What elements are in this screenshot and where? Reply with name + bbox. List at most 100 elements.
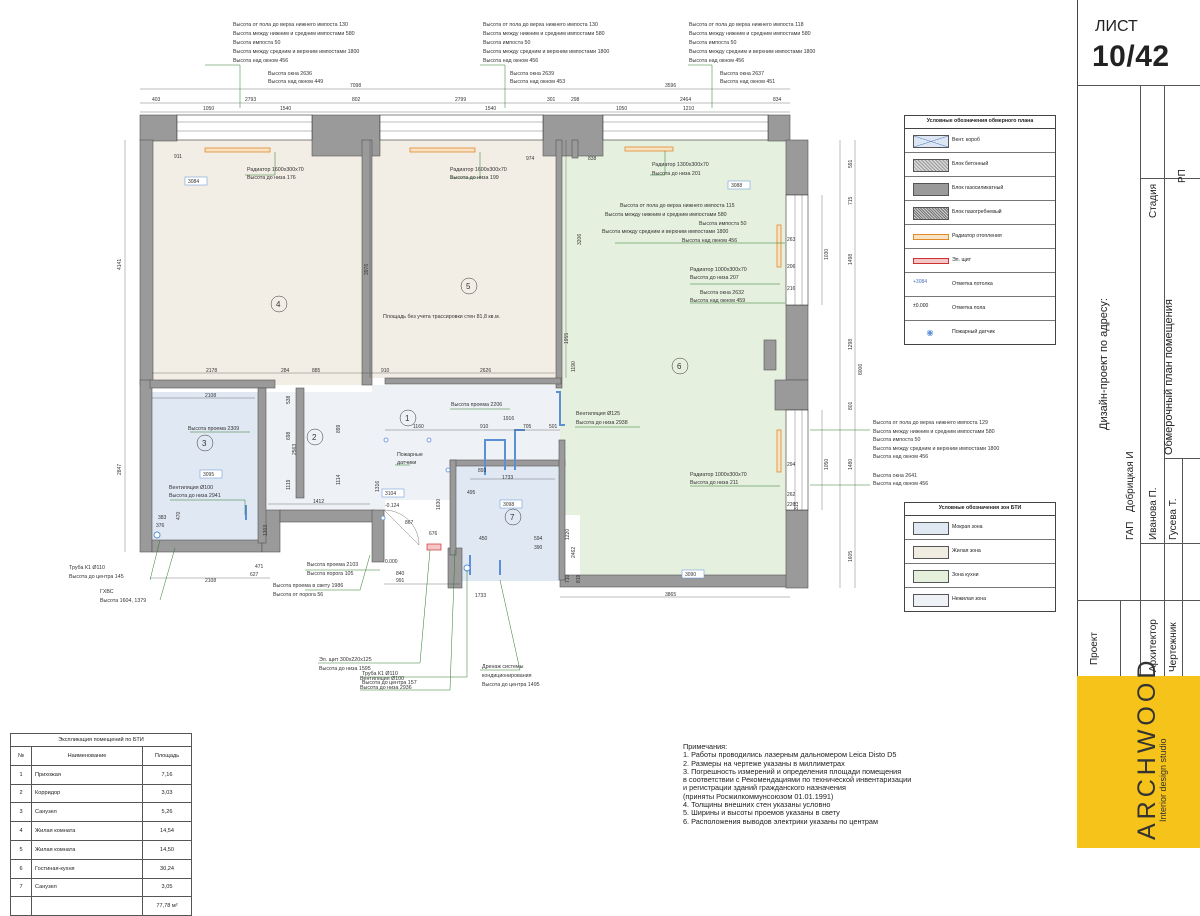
callout-opening-2206: Высота проема 2206 — [451, 402, 502, 408]
zone-bath2-fill — [456, 463, 559, 581]
zone-kitchen-fill — [560, 138, 788, 585]
notes-block: Примечания: 1. Работы проводились лазерн… — [683, 742, 912, 826]
callout-gvs: ГХВС Высота 1604, 1379 — [100, 589, 146, 604]
svg-text:2799: 2799 — [455, 97, 466, 103]
svg-text:216: 216 — [787, 286, 796, 292]
window-size-2: Высота окна 2639 Высота над окном 453 — [510, 71, 565, 85]
ceiling-marks — [184, 176, 751, 579]
zone-hall-fill — [264, 385, 560, 560]
legend-item-gas-block: Блок газосиликатный — [905, 177, 1055, 201]
svg-text:Высота проема 2103: Высота проема 2103 — [307, 562, 358, 568]
legend-bti-title: Условные обозначения зон БТИ — [905, 503, 1055, 516]
dims-bottom: 471 627 2108 840 991 1733 3865 — [205, 564, 676, 599]
svg-text:910: 910 — [480, 424, 489, 430]
walls — [139, 114, 809, 589]
svg-text:594: 594 — [534, 536, 543, 542]
svg-text:450: 450 — [479, 536, 488, 542]
floor-mark-1: -0.124 — [385, 503, 399, 509]
legend-item-kitchen: Зона кухни — [905, 564, 1055, 588]
callout-vent-100-b: Вентиляция Ø100 Высота до низа 2936 — [360, 676, 412, 691]
svg-text:376: 376 — [156, 523, 165, 529]
radiator-label-5: Радиатор 1000x300x70 Высота до низа 211 — [690, 472, 747, 486]
svg-text:Радиатор 1600x300x70: Радиатор 1600x300x70 — [450, 167, 507, 173]
svg-text:294: 294 — [787, 462, 796, 468]
svg-text:Высота до центра 157: Высота до центра 157 — [362, 680, 417, 686]
svg-text:Высота от пола до верха нижнег: Высота от пола до верха нижнего импоста … — [233, 22, 348, 28]
callout-electric-panel: Эл. щит 300x220x125 Высота до низа 1595 — [319, 657, 372, 672]
svg-text:Высота 1604, 1379: Высота 1604, 1379 — [100, 598, 146, 604]
svg-text:1955: 1955 — [564, 333, 570, 344]
svg-text:893: 893 — [478, 468, 487, 474]
vent-box-icon — [913, 135, 949, 148]
svg-text:Высота до центра 1495: Высота до центра 1495 — [482, 682, 540, 688]
radiator-label-3: Радиатор 1300x300x70 Высота до низа 201 — [652, 162, 709, 177]
dims-top: 7098 3596 403 2793 802 2799 301 298 2464… — [152, 83, 782, 112]
callout-ac-drain: Дренаж системы кондиционирования Высота … — [482, 664, 540, 688]
stage-label: Стадия — [1148, 183, 1159, 218]
callout-fire-sensors: Пожарные датчики — [397, 452, 423, 466]
svg-text:262: 262 — [787, 492, 796, 498]
svg-text:Высота проема 2309: Высота проема 2309 — [188, 426, 239, 432]
svg-text:501: 501 — [549, 424, 558, 430]
svg-text:Высота до низа 2936: Высота до низа 2936 — [360, 685, 412, 691]
svg-text:Высота от пола до верха нижнег: Высота от пола до верха нижнего импоста … — [873, 420, 988, 426]
svg-text:Высота от пола до верха нижнег: Высота от пола до верха нижнего импоста … — [483, 22, 598, 28]
callout-pipe-k1-b: Труба К1 Ø110 Высота до центра 157 — [362, 671, 417, 686]
svg-text:Высота проема 2206: Высота проема 2206 — [451, 402, 502, 408]
zone-bath-fill — [152, 392, 264, 542]
svg-text:Высота импоста 50: Высота импоста 50 — [689, 40, 736, 46]
svg-text:1160: 1160 — [413, 424, 424, 430]
name-gap: Добрицкая И — [1125, 451, 1136, 512]
callout-opening-1986: Высота проема в свету 1986 Высота от пор… — [273, 583, 343, 598]
svg-text:Высота импоста 50: Высота импоста 50 — [873, 437, 920, 443]
svg-text:298: 298 — [571, 97, 580, 103]
svg-text:Радиатор 1000x300x70: Радиатор 1000x300x70 — [690, 267, 747, 273]
svg-text:1050: 1050 — [616, 106, 627, 112]
svg-text:ГХВС: ГХВС — [100, 589, 114, 595]
radiators — [204, 146, 782, 551]
svg-text:Высота до низа 207: Высота до низа 207 — [690, 275, 739, 281]
svg-text:Высота окна 2632: Высота окна 2632 — [700, 290, 744, 296]
window-size-5: Высота окна 2641 Высота над окном 456 — [873, 473, 928, 487]
legend-item-radiator: Радиатор отопления — [905, 225, 1055, 249]
svg-text:867: 867 — [405, 520, 414, 526]
explication-table: Экспликация помещений по БТИ № Наименова… — [10, 733, 192, 916]
svg-text:801: 801 — [848, 401, 854, 410]
svg-text:1303: 1303 — [263, 525, 269, 536]
role-gap: ГАП — [1125, 521, 1136, 541]
svg-text:1210: 1210 — [683, 106, 694, 112]
svg-text:802: 802 — [352, 97, 361, 103]
svg-text:715: 715 — [848, 196, 854, 205]
svg-text:Радиатор 1000x300x70: Радиатор 1000x300x70 — [690, 472, 747, 478]
svg-text:Высота импоста 50: Высота импоста 50 — [233, 40, 280, 46]
doors — [383, 509, 420, 546]
tongue-block-icon — [913, 207, 949, 220]
pipes — [153, 391, 565, 575]
ceiling-mark-4: 3104 — [385, 491, 396, 497]
floor-mark-icon: ±0.000 — [913, 303, 929, 309]
svg-text:Высота между средним и верхним: Высота между средним и верхним импостами… — [689, 49, 815, 55]
svg-text:Высота над окном 456: Высота над окном 456 — [682, 238, 737, 244]
svg-text:301: 301 — [547, 97, 556, 103]
name-architect: Иванова П. — [1148, 487, 1159, 540]
room-number-5: 5 — [466, 282, 471, 291]
svg-text:Высота до низа 201: Высота до низа 201 — [652, 171, 701, 177]
svg-text:Высота между средним и верхним: Высота между средним и верхним импостами… — [233, 49, 359, 55]
svg-text:8006: 8006 — [858, 364, 864, 375]
svg-text:698: 698 — [286, 431, 292, 440]
svg-text:840: 840 — [396, 571, 405, 577]
svg-text:1605: 1605 — [848, 551, 854, 562]
drawing-title: Обмерочный план помещения — [1163, 299, 1175, 455]
window-size-3: Высота окна 2637 Высота над окном 451 — [720, 71, 775, 85]
ceiling-mark-2: 3088 — [731, 183, 742, 189]
legend-item-tongue-block: Блок пазогребневый — [905, 201, 1055, 225]
svg-text:Вентиляция Ø125: Вентиляция Ø125 — [576, 411, 620, 417]
svg-text:1050: 1050 — [203, 106, 214, 112]
svg-text:911: 911 — [174, 154, 182, 160]
svg-text:Высота до низа 199: Высота до низа 199 — [450, 175, 499, 181]
explication-title: Экспликация помещений по БТИ — [10, 733, 192, 747]
legend-bti: Условные обозначения зон БТИ Мокрая зона… — [904, 502, 1056, 612]
